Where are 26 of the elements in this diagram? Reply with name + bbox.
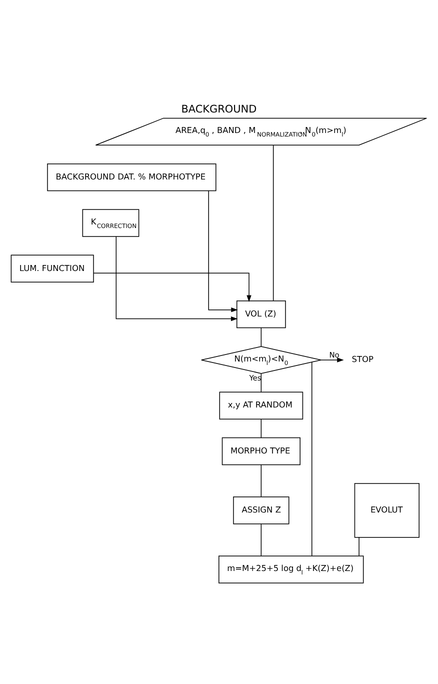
- node-box: VOL (Z): [236, 300, 286, 328]
- diagram-title: BACKGROUND: [181, 103, 257, 116]
- connector: [358, 537, 360, 556]
- arrow: [320, 358, 344, 362]
- connector: [260, 524, 262, 556]
- connector: [260, 464, 262, 498]
- node-box: BACKGROUND DAT. % MORPHOTYPE: [47, 164, 216, 192]
- node-box: x,y AT RANDOM: [219, 392, 304, 420]
- connector: [260, 328, 262, 347]
- arrow: [93, 272, 252, 302]
- node-box: LUM. FUNCTION: [10, 254, 94, 282]
- node-box: K$_{CORRECTION}$: [82, 209, 140, 237]
- node-box: m=M+25+5 log d$_{l}$ +K(Z)+e(Z): [218, 556, 364, 584]
- node-box: EVOLUT: [354, 483, 420, 538]
- node-box: ASSIGN Z: [233, 496, 290, 524]
- edge-label: No: [329, 350, 340, 360]
- node-diamond: N(m<m$_{l}$)<N$_{0}$: [201, 346, 322, 374]
- connector: [311, 362, 312, 556]
- connector: [260, 418, 262, 438]
- connector: [260, 373, 262, 392]
- arrow: [116, 236, 238, 322]
- edge-label: Yes: [249, 374, 262, 383]
- node-box: MORPHO TYPE: [222, 437, 300, 466]
- arrow: [208, 190, 238, 312]
- node-text: STOP: [352, 354, 374, 364]
- connector: [272, 145, 274, 302]
